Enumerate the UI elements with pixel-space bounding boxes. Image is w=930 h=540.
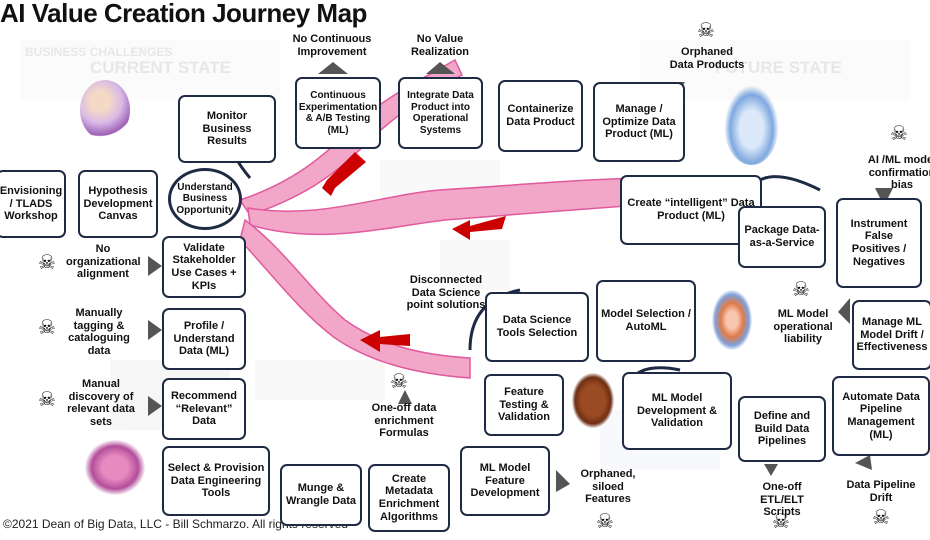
river-bottom	[239, 218, 471, 379]
skull-icon: ☠	[38, 252, 56, 274]
box-envisioning: Envisioning / TLADS Workshop	[0, 170, 66, 238]
challenge-pipeline-drift: Data Pipeline Drift	[846, 479, 916, 504]
princess-character-image	[85, 440, 145, 495]
box-integrate-data-product: Integrate Data Product into Operational …	[398, 77, 483, 149]
skull-icon: ☠	[772, 511, 790, 533]
bg-challenges-label: BUSINESS CHALLENGES	[25, 45, 173, 59]
ice-queen-character-image	[724, 85, 779, 165]
girl-character-image	[712, 290, 752, 350]
box-package-daas: Package Data-as-a-Service	[738, 206, 826, 268]
box-manage-ml-drift: Manage ML Model Drift / Effectiveness	[852, 300, 930, 370]
box-containerize: Containerize Data Product	[498, 80, 583, 152]
skull-icon: ☠	[596, 511, 614, 533]
challenge-manual-discovery: Manual discovery of relevant data sets	[67, 378, 135, 428]
box-ml-feature-development: ML Model Feature Development	[460, 446, 550, 516]
skull-icon: ☠	[38, 317, 56, 339]
challenge-one-off-etl: One-off ETL/ELT Scripts	[760, 481, 804, 519]
skull-icon: ☠	[390, 371, 408, 393]
challenge-no-organizational-alignment: No organizational alignment	[66, 243, 141, 281]
challenge-one-off-formulas: One-off data enrichment Formulas	[371, 402, 437, 440]
challenge-orphaned-data-products: Orphaned Data Products	[669, 46, 745, 71]
bg-current-state: CURRENT STATE	[90, 58, 232, 77]
copyright-footer: ©2021 Dean of Big Data, LLC - Bill Schma…	[3, 517, 348, 531]
box-validate-stakeholder: Validate Stakeholder Use Cases + KPIs	[162, 236, 246, 298]
box-manage-optimize: Manage / Optimize Data Product (ML)	[593, 82, 685, 162]
bg-future-state: FUTURE STATE	[715, 58, 842, 77]
challenge-no-value-realization: No Value Realization	[410, 33, 470, 58]
box-recommend-data: Recommend “Relevant” Data	[162, 378, 246, 440]
challenge-no-continuous-improvement: No Continuous Improvement	[292, 33, 372, 58]
box-instrument: Instrument False Positives / Negatives	[836, 198, 922, 288]
gloppy-character-image	[572, 373, 614, 428]
red-arrow-top	[322, 152, 366, 196]
box-define-build-pipelines: Define and Build Data Pipelines	[738, 396, 826, 462]
skull-icon: ☠	[872, 507, 890, 529]
challenge-disconnected-ds: Disconnected Data Science point solution…	[406, 274, 486, 312]
box-feature-testing: Feature Testing & Validation	[484, 374, 564, 436]
box-ds-tools-selection: Data Science Tools Selection	[485, 292, 589, 362]
skull-icon: ☠	[792, 279, 810, 301]
box-create-metadata: Create Metadata Enrichment Algorithms	[368, 464, 450, 532]
red-arrow-middle	[452, 216, 506, 240]
king-character-image	[80, 80, 130, 140]
red-arrow-bottom	[360, 330, 410, 352]
box-hypothesis: Hypothesis Development Canvas	[78, 170, 158, 238]
box-understand-opportunity: Understand Business Opportunity	[168, 168, 242, 230]
box-model-selection: Model Selection / AutoML	[596, 280, 696, 362]
challenge-operational-liability: ML Model operational liability	[773, 308, 833, 346]
challenge-model-confirmation-bias: AI /ML model confirmation bias	[867, 154, 930, 192]
box-select-provision: Select & Provision Data Engineering Tool…	[162, 446, 270, 516]
box-automate-pipeline: Automate Data Pipeline Management (ML)	[832, 376, 930, 456]
challenge-orphaned-features: Orphaned, siloed Features	[580, 468, 636, 506]
box-munge-wrangle: Munge & Wrangle Data	[280, 464, 362, 526]
box-profile-data: Profile / Understand Data (ML)	[162, 308, 246, 370]
challenge-manual-tagging: Manually tagging & cataloguing data	[68, 307, 130, 357]
skull-icon: ☠	[697, 20, 715, 42]
box-monitor-business-results: Monitor Business Results	[178, 95, 276, 163]
box-ml-model-development: ML Model Development & Validation	[622, 372, 732, 450]
skull-icon: ☠	[38, 389, 56, 411]
skull-icon: ☠	[890, 123, 908, 145]
box-continuous-experimentation: Continuous Experimentation & A/B Testing…	[295, 77, 381, 149]
page-title: AI Value Creation Journey Map	[0, 0, 367, 28]
